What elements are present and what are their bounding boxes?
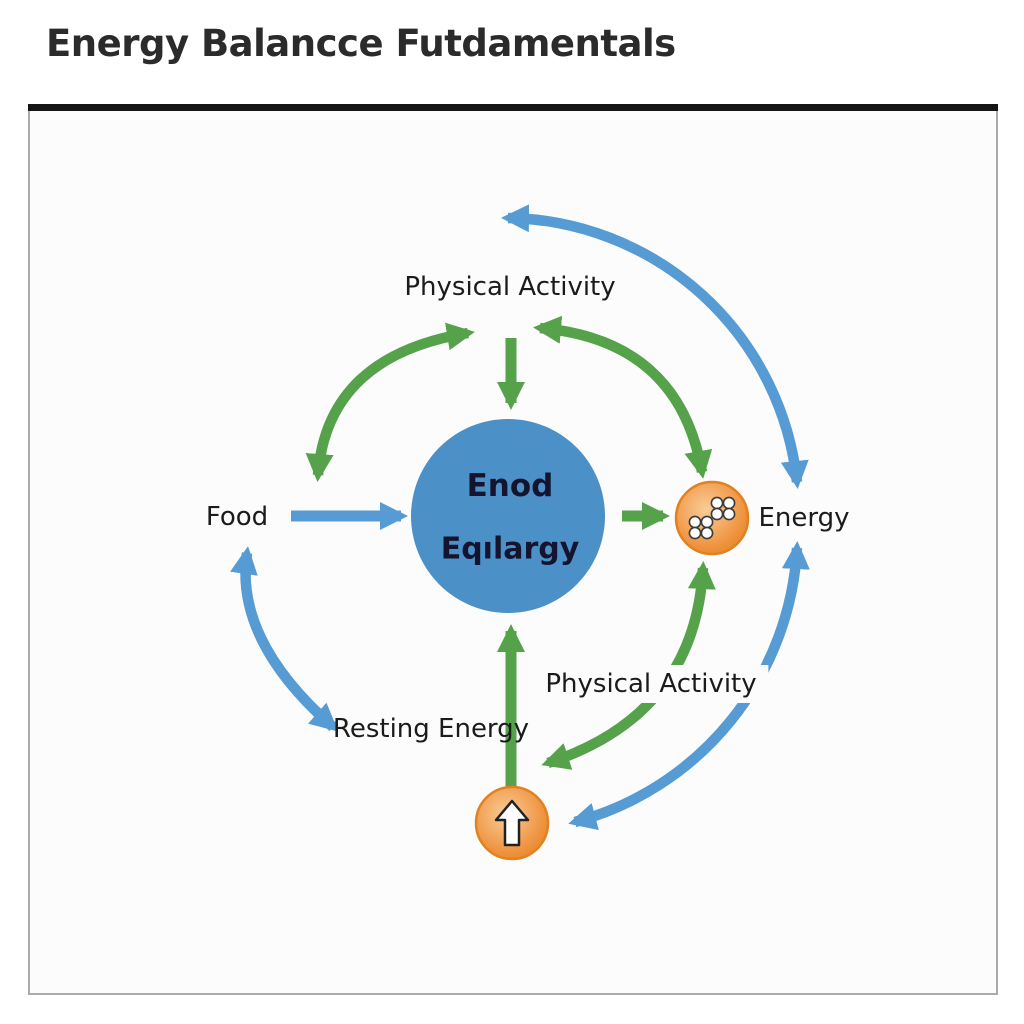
page-title: Energy Balancce Futdamentals: [46, 22, 676, 65]
label-resting-energy: Resting Energy: [332, 714, 530, 744]
label-food: Food: [205, 502, 269, 532]
center-node-text-line1: Enod: [466, 468, 554, 504]
center-node-text-line2: Eqılargy: [440, 531, 580, 567]
label-top-physical-activity: Physical Activity: [404, 272, 616, 302]
title-divider-rule: [28, 104, 998, 111]
label-bottom-physical-activity: Physical Activity: [533, 665, 769, 703]
label-energy: Energy: [758, 503, 850, 533]
